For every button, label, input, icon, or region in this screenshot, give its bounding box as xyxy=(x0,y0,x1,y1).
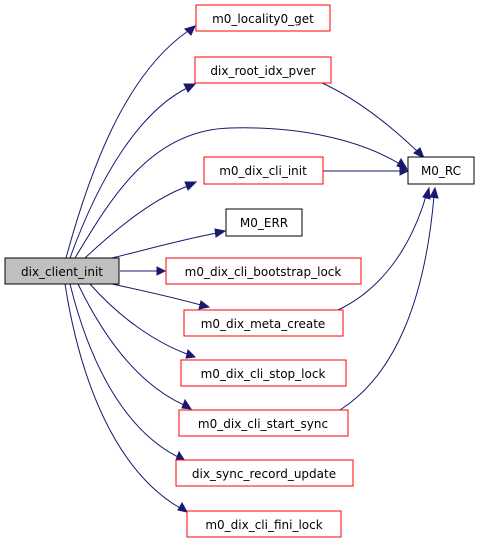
node-label: M0_ERR xyxy=(240,216,288,230)
node-label: dix_sync_record_update xyxy=(192,467,336,481)
edge-root-to-m0-dix-cli-init xyxy=(84,181,198,259)
node-label: m0_locality0_get xyxy=(212,12,314,26)
node-dix-root-idx-pver[interactable]: dix_root_idx_pver xyxy=(194,56,332,84)
node-label: m0_dix_cli_init xyxy=(219,164,307,178)
node-m0-dix-cli-init[interactable]: m0_dix_cli_init xyxy=(203,156,324,185)
node-m0-dix-cli-bootstrap-lock[interactable]: m0_dix_cli_bootstrap_lock xyxy=(165,257,362,285)
edge-root-to-m0-dix-cli-stop-lock xyxy=(89,283,197,359)
node-dix-client-init[interactable]: dix_client_init xyxy=(4,257,120,285)
edge-root-to-m0-err xyxy=(111,228,227,259)
node-m0-dix-cli-start-sync[interactable]: m0_dix_cli_start_sync xyxy=(178,409,349,437)
node-dix-sync-record-update[interactable]: dix_sync_record_update xyxy=(175,459,354,487)
edge-root-to-m0-locality0-get xyxy=(65,25,196,259)
node-label: dix_root_idx_pver xyxy=(210,64,315,78)
node-m0-rc[interactable]: M0_RC xyxy=(407,156,475,185)
edge-root-to-m0-dix-cli-fini-lock xyxy=(64,283,188,513)
node-m0-locality0-get[interactable]: m0_locality0_get xyxy=(195,4,331,32)
edge-m0-dix-meta-create-to-m0-rc xyxy=(337,186,431,311)
edge-root-to-m0-dix-cli-bootstrap-lock xyxy=(120,266,167,276)
node-label: m0_dix_cli_bootstrap_lock xyxy=(185,265,342,279)
edge-root-to-dix-root-idx-pver xyxy=(69,83,197,259)
edge-m0-dix-cli-init-to-m0-rc xyxy=(323,166,410,176)
edge-dix-root-idx-pver-to-m0-rc xyxy=(319,81,425,160)
node-label: m0_dix_cli_fini_lock xyxy=(205,518,322,532)
node-label: M0_RC xyxy=(421,164,461,178)
edge-m0-dix-cli-start-sync-to-m0-rc xyxy=(339,186,439,411)
edge-root-to-m0-dix-meta-create xyxy=(111,283,211,310)
node-label: dix_client_init xyxy=(21,265,103,279)
node-m0-dix-meta-create[interactable]: m0_dix_meta_create xyxy=(183,309,344,337)
node-m0-dix-cli-stop-lock[interactable]: m0_dix_cli_stop_lock xyxy=(180,359,347,387)
node-label: m0_dix_meta_create xyxy=(201,317,326,331)
edge-root-to-m0-dix-cli-start-sync xyxy=(77,283,193,410)
node-m0-dix-cli-fini-lock[interactable]: m0_dix_cli_fini_lock xyxy=(186,510,342,538)
node-m0-err[interactable]: M0_ERR xyxy=(225,208,303,237)
node-label: m0_dix_cli_stop_lock xyxy=(201,367,326,381)
node-label: m0_dix_cli_start_sync xyxy=(198,417,328,431)
edge-root-to-dix-sync-record-update xyxy=(69,283,187,462)
